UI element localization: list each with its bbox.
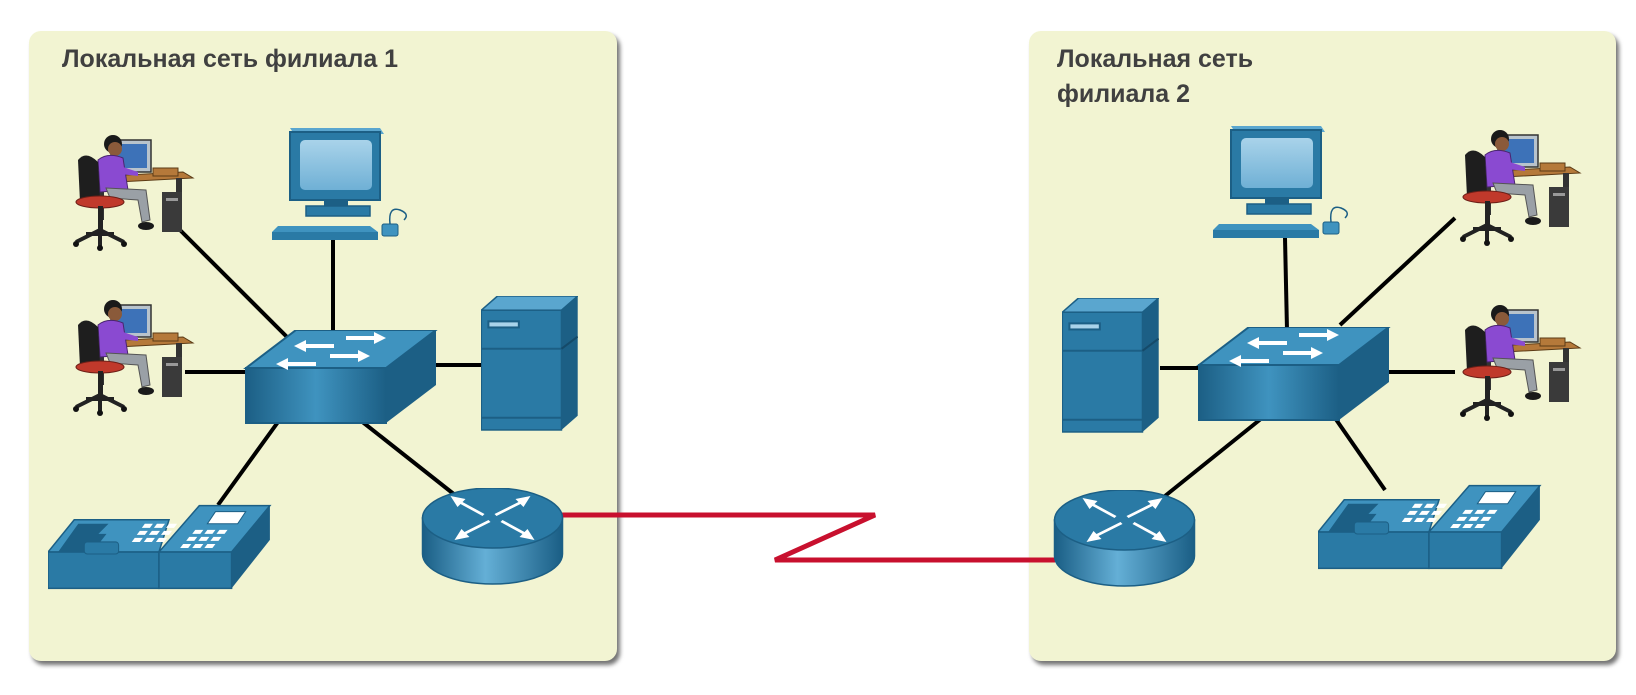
pc-icon <box>1213 126 1349 239</box>
server-icon <box>1062 298 1159 433</box>
user-workstation-icon <box>71 298 195 418</box>
user-workstation-icon <box>1458 303 1582 423</box>
router-icon <box>1053 490 1196 587</box>
user-workstation-icon <box>71 133 195 253</box>
server-icon <box>481 296 578 431</box>
pc-icon <box>272 128 408 241</box>
ip-phone-icon <box>48 504 271 590</box>
lan-branch-2-title: Локальная сеть филиала 2 <box>1057 45 1254 108</box>
user-workstation-icon <box>1458 128 1582 248</box>
lan-1-cables <box>178 228 485 507</box>
router-icon <box>421 488 564 585</box>
wan-link <box>560 512 1055 563</box>
ip-phone-icon <box>1318 484 1541 570</box>
lan-2-cables <box>1158 216 1457 502</box>
switch-icon <box>244 330 438 425</box>
lan-branch-1-title: Локальная сеть филиала 1 <box>62 45 399 73</box>
switch-icon <box>1197 327 1391 422</box>
